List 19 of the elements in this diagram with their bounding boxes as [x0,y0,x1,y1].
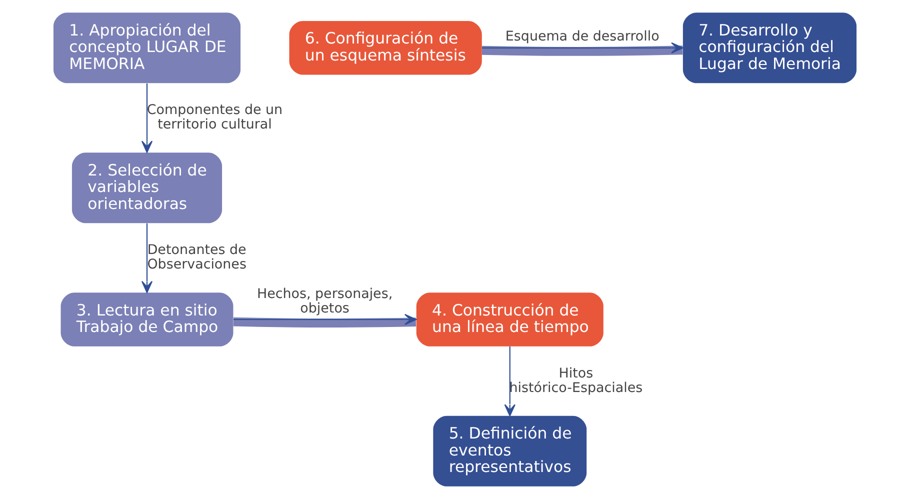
arrow [232,314,416,326]
node-box: 2. Selección de variables orientadoras [71,152,222,224]
arrow [482,42,683,54]
node-box: 6. Configuración de un esquema síntesis [288,21,482,75]
edge-label: Componentes de un territorio cultural [146,103,282,133]
connector [232,317,416,328]
edge-label: Detonantes de Observaciones [146,243,246,273]
arrow [140,83,152,153]
node-box: 5. Definición de eventos representativos [432,416,586,486]
connector [481,46,682,56]
edge-label: Hechos, personajes, objetos [256,286,392,316]
arrow [140,223,152,294]
arrow [504,346,515,416]
edge-label: Hitos histórico-Espaciales [508,366,642,396]
node-box: 4. Construcción de una línea de tiempo [416,292,603,346]
node-box: 7. Desarrollo y configuración del Lugar de Memoria [682,12,856,84]
node-box: 1. Apropiación del concepto LUGAR DE MEMORIA [52,12,240,84]
node-box: 3. Lectura en sitio Trabajo de Campo [60,292,233,346]
edge-label: Esquema de desarrollo [504,30,659,45]
